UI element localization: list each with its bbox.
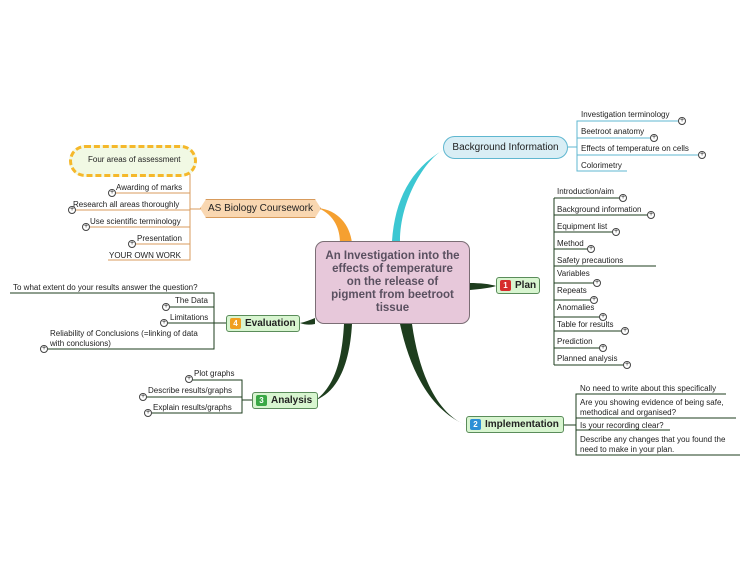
evaluation-item-limitations[interactable]: Limitations [170,313,209,322]
plan-item-method[interactable]: Method [557,239,584,248]
plus-circle-icon[interactable]: + [650,134,658,142]
coursework-item-four-areas[interactable]: Four areas of assessment [88,155,181,164]
plus-circle-icon[interactable]: + [128,240,136,248]
coursework-item-presentation[interactable]: Presentation [137,234,182,243]
central-topic[interactable]: An Investigation into the effects of tem… [315,241,470,324]
implementation-item-changes[interactable]: Describe any changes that you found the … [580,435,726,454]
plus-circle-icon[interactable]: + [40,345,48,353]
implementation-label: Implementation [485,419,559,430]
coursework-sublines [72,166,200,261]
plan-sublines [553,197,656,366]
coursework-item-scientific-terminology[interactable]: Use scientific terminology [90,217,181,226]
evaluation-item-extent[interactable]: To what extent do your results answer th… [13,283,198,292]
analysis-item-plot-graphs[interactable]: Plot graphs [194,369,235,378]
plus-circle-icon[interactable]: + [144,409,152,417]
plus-circle-icon[interactable]: + [599,313,607,321]
plus-circle-icon[interactable]: + [593,279,601,287]
plus-circle-icon[interactable]: + [678,117,686,125]
analysis-label: Analysis [271,395,313,406]
plan-item-prediction[interactable]: Prediction [557,337,593,346]
analysis-node[interactable]: 3 Analysis [252,392,318,409]
analysis-item-explain[interactable]: Explain results/graphs [153,403,232,412]
plan-label: Plan [515,280,537,291]
implementation-sublines [564,393,740,456]
plan-item-planned-analysis[interactable]: Planned analysis [557,354,618,363]
implementation-item-recording[interactable]: Is your recording clear? [580,421,664,430]
implementation-node[interactable]: 2 Implementation [466,416,564,433]
background-item-effects-temperature[interactable]: Effects of temperature on cells [581,144,689,153]
analysis-item-describe[interactable]: Describe results/graphs [148,386,233,395]
plus-circle-icon[interactable]: + [160,319,168,327]
plus-circle-icon[interactable]: + [139,393,147,401]
plus-circle-icon[interactable]: + [647,211,655,219]
branch-coursework [318,208,352,243]
plan-item-repeats[interactable]: Repeats [557,286,587,295]
branch-implementation [400,324,466,425]
background-item-beetroot-anatomy[interactable]: Beetroot anatomy [581,127,645,136]
plan-node[interactable]: 1 Plan [496,277,540,294]
branch-evaluation [300,318,315,325]
plus-circle-icon[interactable]: + [82,223,90,231]
plus-circle-icon[interactable]: + [599,344,607,352]
plus-circle-icon[interactable]: + [623,361,631,369]
coursework-item-own-work[interactable]: YOUR OWN WORK [109,251,181,260]
plan-item-background-information[interactable]: Background information [557,205,642,214]
evaluation-node[interactable]: 4 Evaluation [226,315,300,332]
plan-item-safety-precautions[interactable]: Safety precautions [557,256,624,265]
evaluation-item-reliability[interactable]: Reliability of Conclusions (=linking of … [50,329,198,348]
plan-item-equipment-list[interactable]: Equipment list [557,222,608,231]
branch-plan [470,283,496,290]
background-sublines [568,120,700,172]
coursework-item-research[interactable]: Research all areas thoroughly [73,200,180,209]
plan-item-variables[interactable]: Variables [557,269,590,278]
coursework-item-awarding-marks[interactable]: Awarding of marks [116,183,183,192]
plan-item-introduction[interactable]: Introduction/aim [557,187,614,196]
plan-item-anomalies[interactable]: Anomalies [557,303,595,312]
evaluation-item-the-data[interactable]: The Data [175,296,208,305]
branch-background [392,150,443,241]
numbered-badge-icon: 4 [230,318,241,329]
four-areas-highlight [69,145,197,177]
evaluation-label: Evaluation [245,318,296,329]
plus-circle-icon[interactable]: + [162,303,170,311]
numbered-badge-icon: 2 [470,419,481,430]
plus-circle-icon[interactable]: + [698,151,706,159]
background-information-node[interactable]: Background Information [443,136,568,159]
plus-circle-icon[interactable]: + [185,375,193,383]
plus-circle-icon[interactable]: + [621,327,629,335]
plan-item-table-for-results[interactable]: Table for results [557,320,614,329]
background-item-colorimetry[interactable]: Colorimetry [581,161,622,170]
background-item-investigation-terminology[interactable]: Investigation terminology [581,110,670,119]
implementation-item-safe-methodical[interactable]: Are you showing evidence of being safe, … [580,398,724,417]
plus-circle-icon[interactable]: + [108,189,116,197]
plus-circle-icon[interactable]: + [612,228,620,236]
plus-circle-icon[interactable]: + [619,194,627,202]
branch-analysis [316,324,352,400]
plus-circle-icon[interactable]: + [68,206,76,214]
as-biology-coursework-node[interactable]: AS Biology Coursework [200,199,321,218]
plus-circle-icon[interactable]: + [590,296,598,304]
numbered-badge-icon: 3 [256,395,267,406]
analysis-sublines [144,379,252,414]
evaluation-sublines [10,292,226,350]
plus-circle-icon[interactable]: + [587,245,595,253]
implementation-item-no-need[interactable]: No need to write about this specifically [580,384,717,393]
numbered-badge-icon: 1 [500,280,511,291]
